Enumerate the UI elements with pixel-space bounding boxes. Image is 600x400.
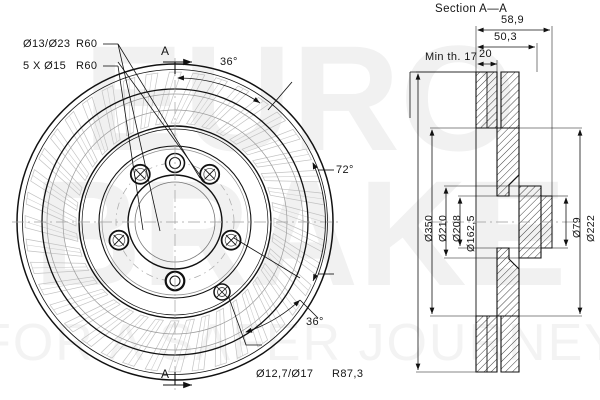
section-horizontal-dims	[477, 27, 550, 67]
callout-bolt-holes: 5 X Ø15	[23, 60, 67, 72]
watermark-line-1: EURO	[83, 14, 516, 182]
section-view-a-a	[409, 26, 583, 373]
centerlines	[12, 58, 342, 390]
callout-leaders	[103, 43, 301, 346]
callout-radius-lower: R60	[76, 60, 98, 72]
angle-label-bottom: 36°	[306, 316, 324, 328]
dim-bolt-circle-diameter: Ø162,5	[465, 215, 477, 252]
dim-inner-friction-diameter: Ø222	[585, 214, 597, 242]
min-thickness-leader	[409, 71, 476, 118]
angle-label-right: 72°	[336, 164, 354, 176]
section-mark-bottom	[163, 372, 192, 389]
angle-label-top: 36°	[220, 56, 238, 68]
brake-disc-front-view	[12, 43, 342, 390]
watermark-line-3: FOR A SAFER JOURNEY	[0, 314, 600, 372]
dim-hat-outer-diameter: Ø210	[437, 214, 449, 242]
dim-hat-offset: 50,3	[494, 31, 518, 43]
callout-radius-upper: R60	[76, 38, 98, 50]
min-thickness-label: Min th. 17	[425, 51, 478, 63]
section-vertical-dims	[415, 73, 583, 370]
dim-hat-height: 20	[479, 48, 493, 60]
dim-overall-width: 58,9	[501, 14, 525, 26]
section-mark-top	[163, 58, 192, 74]
dim-outer-diameter: Ø350	[423, 214, 435, 242]
section-view-title: Section A—A	[435, 3, 508, 15]
dim-center-bore: Ø79	[571, 216, 583, 238]
dim-hat-diameter: Ø208	[451, 214, 463, 242]
section-mark-letter-bottom: A	[161, 367, 170, 381]
pin-hole	[213, 283, 231, 301]
callout-bolt-circle-radius: R87,3	[332, 368, 364, 380]
callout-hole-diameters: Ø13/Ø23	[23, 38, 71, 50]
angle-dimensions	[177, 75, 334, 333]
section-horizontal-ext	[475, 26, 553, 196]
section-mark-letter-top: A	[161, 44, 170, 58]
callout-pin-hole: Ø12,7/Ø17	[256, 368, 314, 380]
